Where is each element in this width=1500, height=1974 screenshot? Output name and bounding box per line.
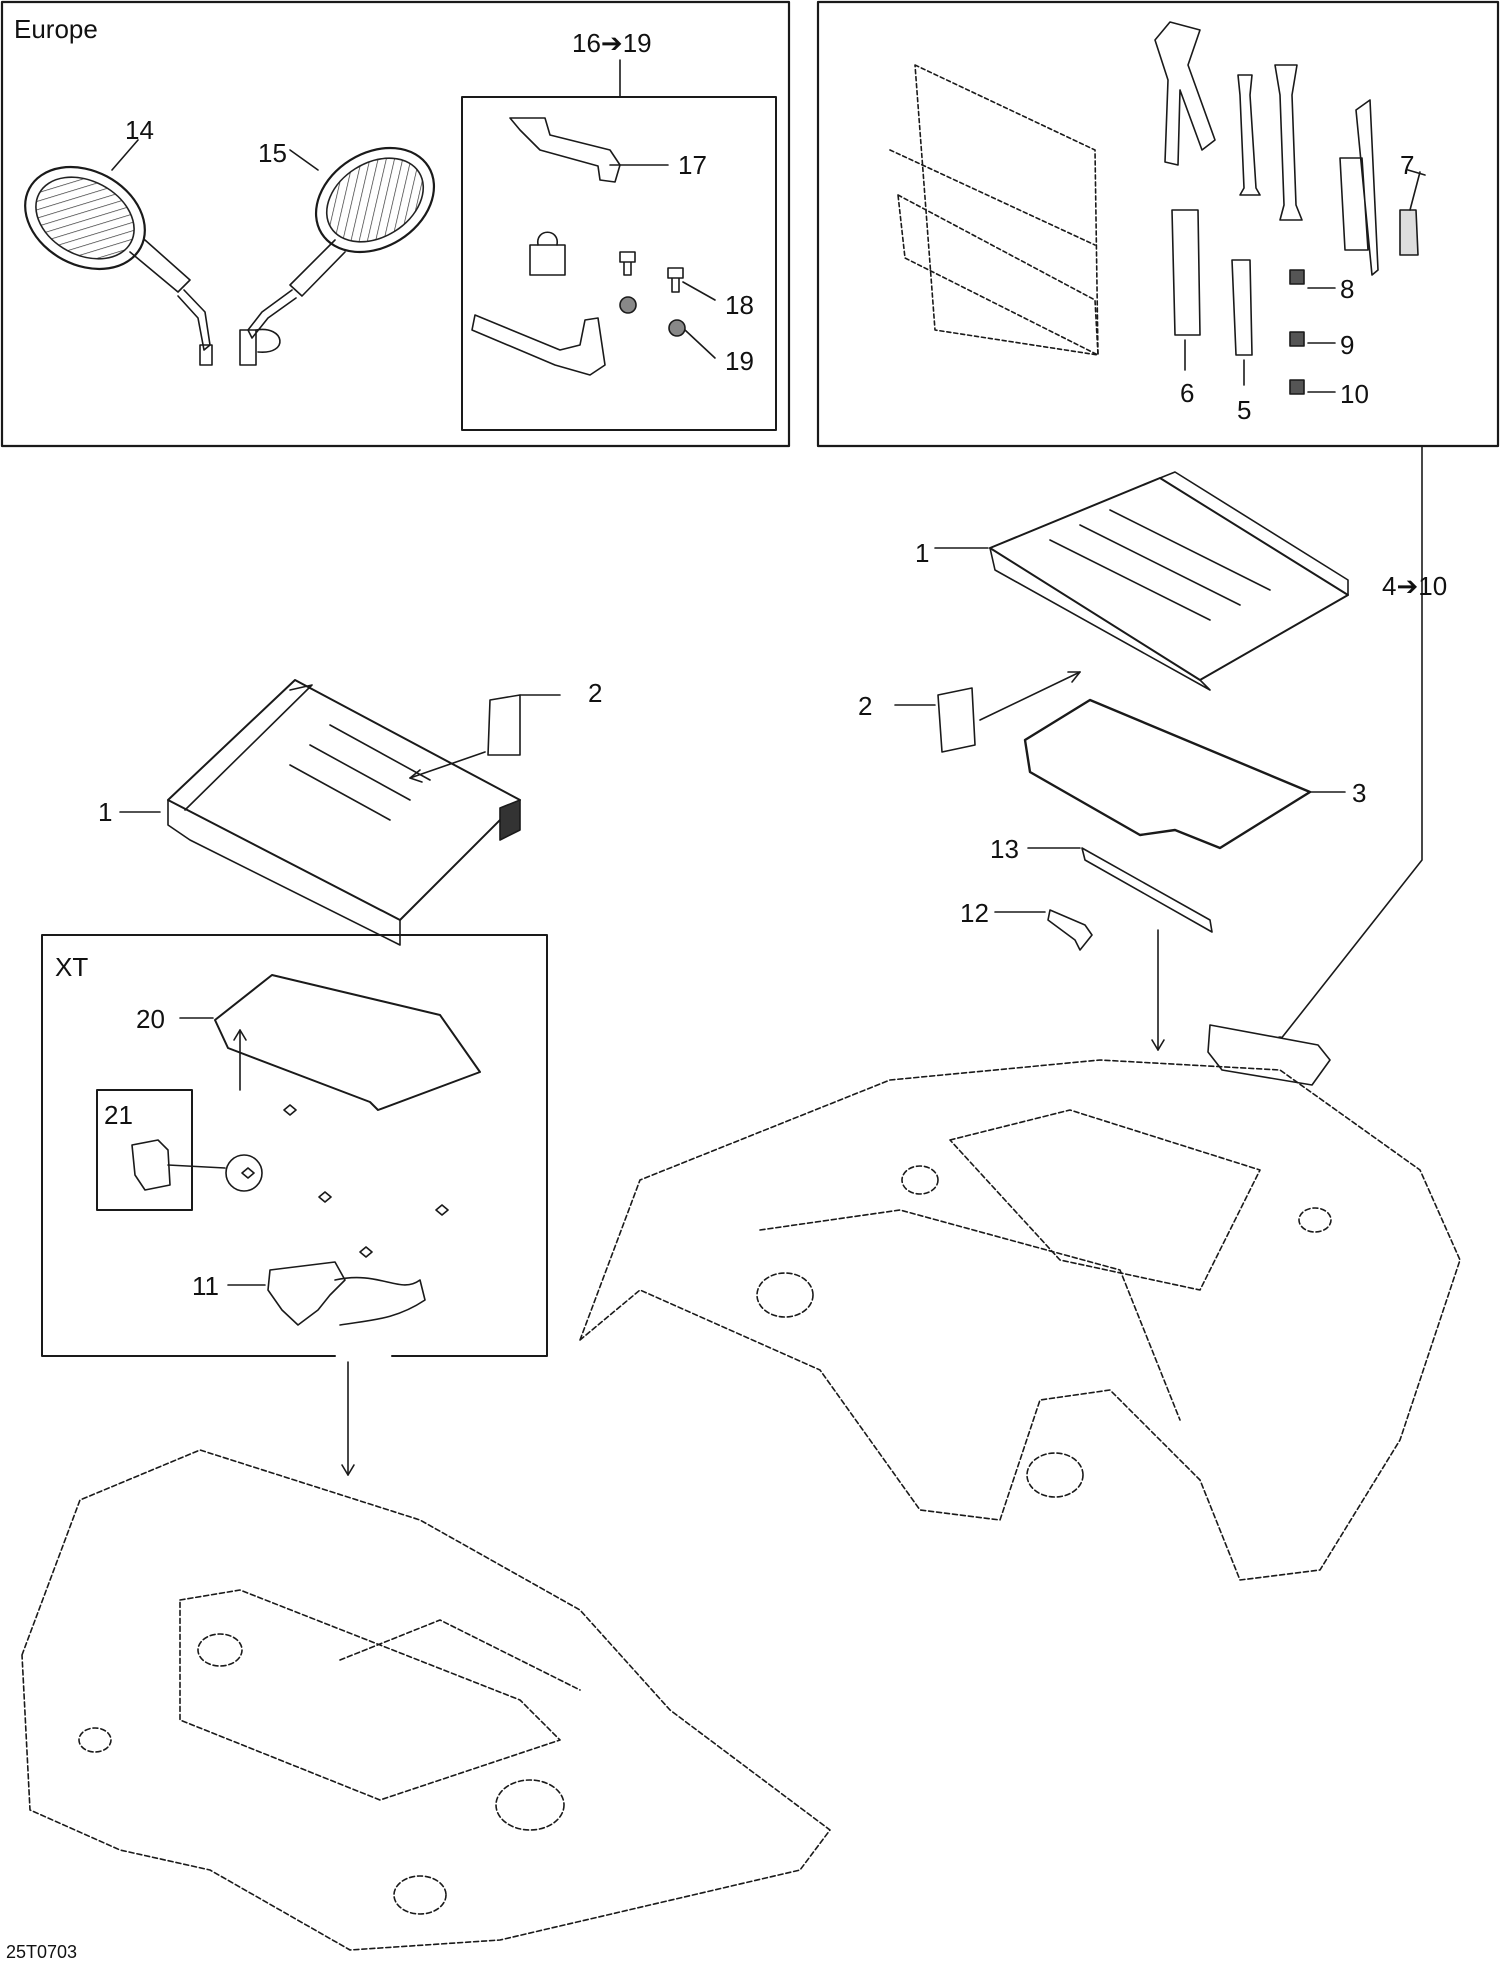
part-21-box <box>96 1089 193 1211</box>
wrench-long-drawing <box>1274 64 1303 221</box>
rack-right-drawing <box>989 471 1349 691</box>
callout-14: 14 <box>125 115 154 145</box>
clip-21-drawing <box>131 1139 171 1191</box>
bracket-long-drawing <box>471 314 606 376</box>
callout-3: 3 <box>1352 778 1367 808</box>
callout-18: 18 <box>725 290 754 320</box>
callout-21: 21 <box>104 1100 133 1130</box>
rack-left-drawing <box>167 679 521 946</box>
harness-11-drawing <box>267 1261 346 1326</box>
pouch-drawing <box>1207 1024 1331 1086</box>
group-label-16-19: 16➔19 <box>572 28 652 58</box>
clip-circle-drawing <box>225 1154 263 1192</box>
callout-7: 7 <box>1400 150 1415 180</box>
callout-17: 17 <box>678 150 707 180</box>
part-9-drawing <box>1289 331 1305 347</box>
callout-20: 20 <box>136 1004 165 1034</box>
part-10-drawing <box>1289 379 1305 395</box>
callout-2-right: 2 <box>858 691 873 721</box>
wrench-12-drawing <box>1047 909 1093 951</box>
fasteners-drawing <box>241 1104 449 1258</box>
europe-box <box>0 0 791 448</box>
callout-6: 6 <box>1180 378 1195 408</box>
callout-2-left: 2 <box>588 678 603 708</box>
tool-bag-drawing <box>889 64 1099 356</box>
pliers-drawing <box>1154 21 1216 166</box>
tool-kit-box <box>816 0 1500 448</box>
kit-16-19-box <box>461 96 777 431</box>
nuts-19-drawing <box>619 296 686 337</box>
xt-box-title: XT <box>55 952 89 982</box>
rear-fender-drawing <box>579 1059 1461 1581</box>
drawing-code: 25T0703 <box>6 1942 78 1962</box>
bracket-17-drawing <box>509 117 621 183</box>
plate-20-drawing <box>214 974 481 1111</box>
socket-5-drawing <box>1231 259 1253 356</box>
front-fender-drawing <box>21 1449 831 1951</box>
callout-5: 5 <box>1237 395 1252 425</box>
mirror-right-drawing <box>239 146 436 366</box>
xt-box <box>41 934 548 1357</box>
bit-7-drawing <box>1399 209 1419 256</box>
part-8-drawing <box>1289 269 1305 285</box>
mirror-left-drawing <box>24 165 213 366</box>
callout-10: 10 <box>1340 379 1369 409</box>
strap-13-drawing <box>1081 847 1213 933</box>
part-2-left-drawing <box>487 694 521 756</box>
part-2-right-drawing <box>937 687 976 753</box>
lock-drawing <box>529 231 566 276</box>
callout-12: 12 <box>960 898 989 928</box>
seal-3-drawing <box>1023 698 1312 850</box>
callout-11: 11 <box>192 1271 219 1301</box>
callout-9: 9 <box>1340 330 1355 360</box>
callout-1-right: 1 <box>915 538 930 568</box>
screwdriver-drawing <box>1339 99 1379 276</box>
wrench-short-drawing <box>1237 74 1261 196</box>
bolts-18-drawing <box>619 251 684 293</box>
socket-6-drawing <box>1171 209 1201 336</box>
group-label-4-10: 4➔10 <box>1382 571 1448 601</box>
callout-8: 8 <box>1340 274 1355 304</box>
callout-15: 15 <box>258 138 287 168</box>
callout-19: 19 <box>725 346 754 376</box>
callout-13: 13 <box>990 834 1019 864</box>
europe-box-title: Europe <box>14 14 98 44</box>
callout-1-left: 1 <box>98 797 113 827</box>
